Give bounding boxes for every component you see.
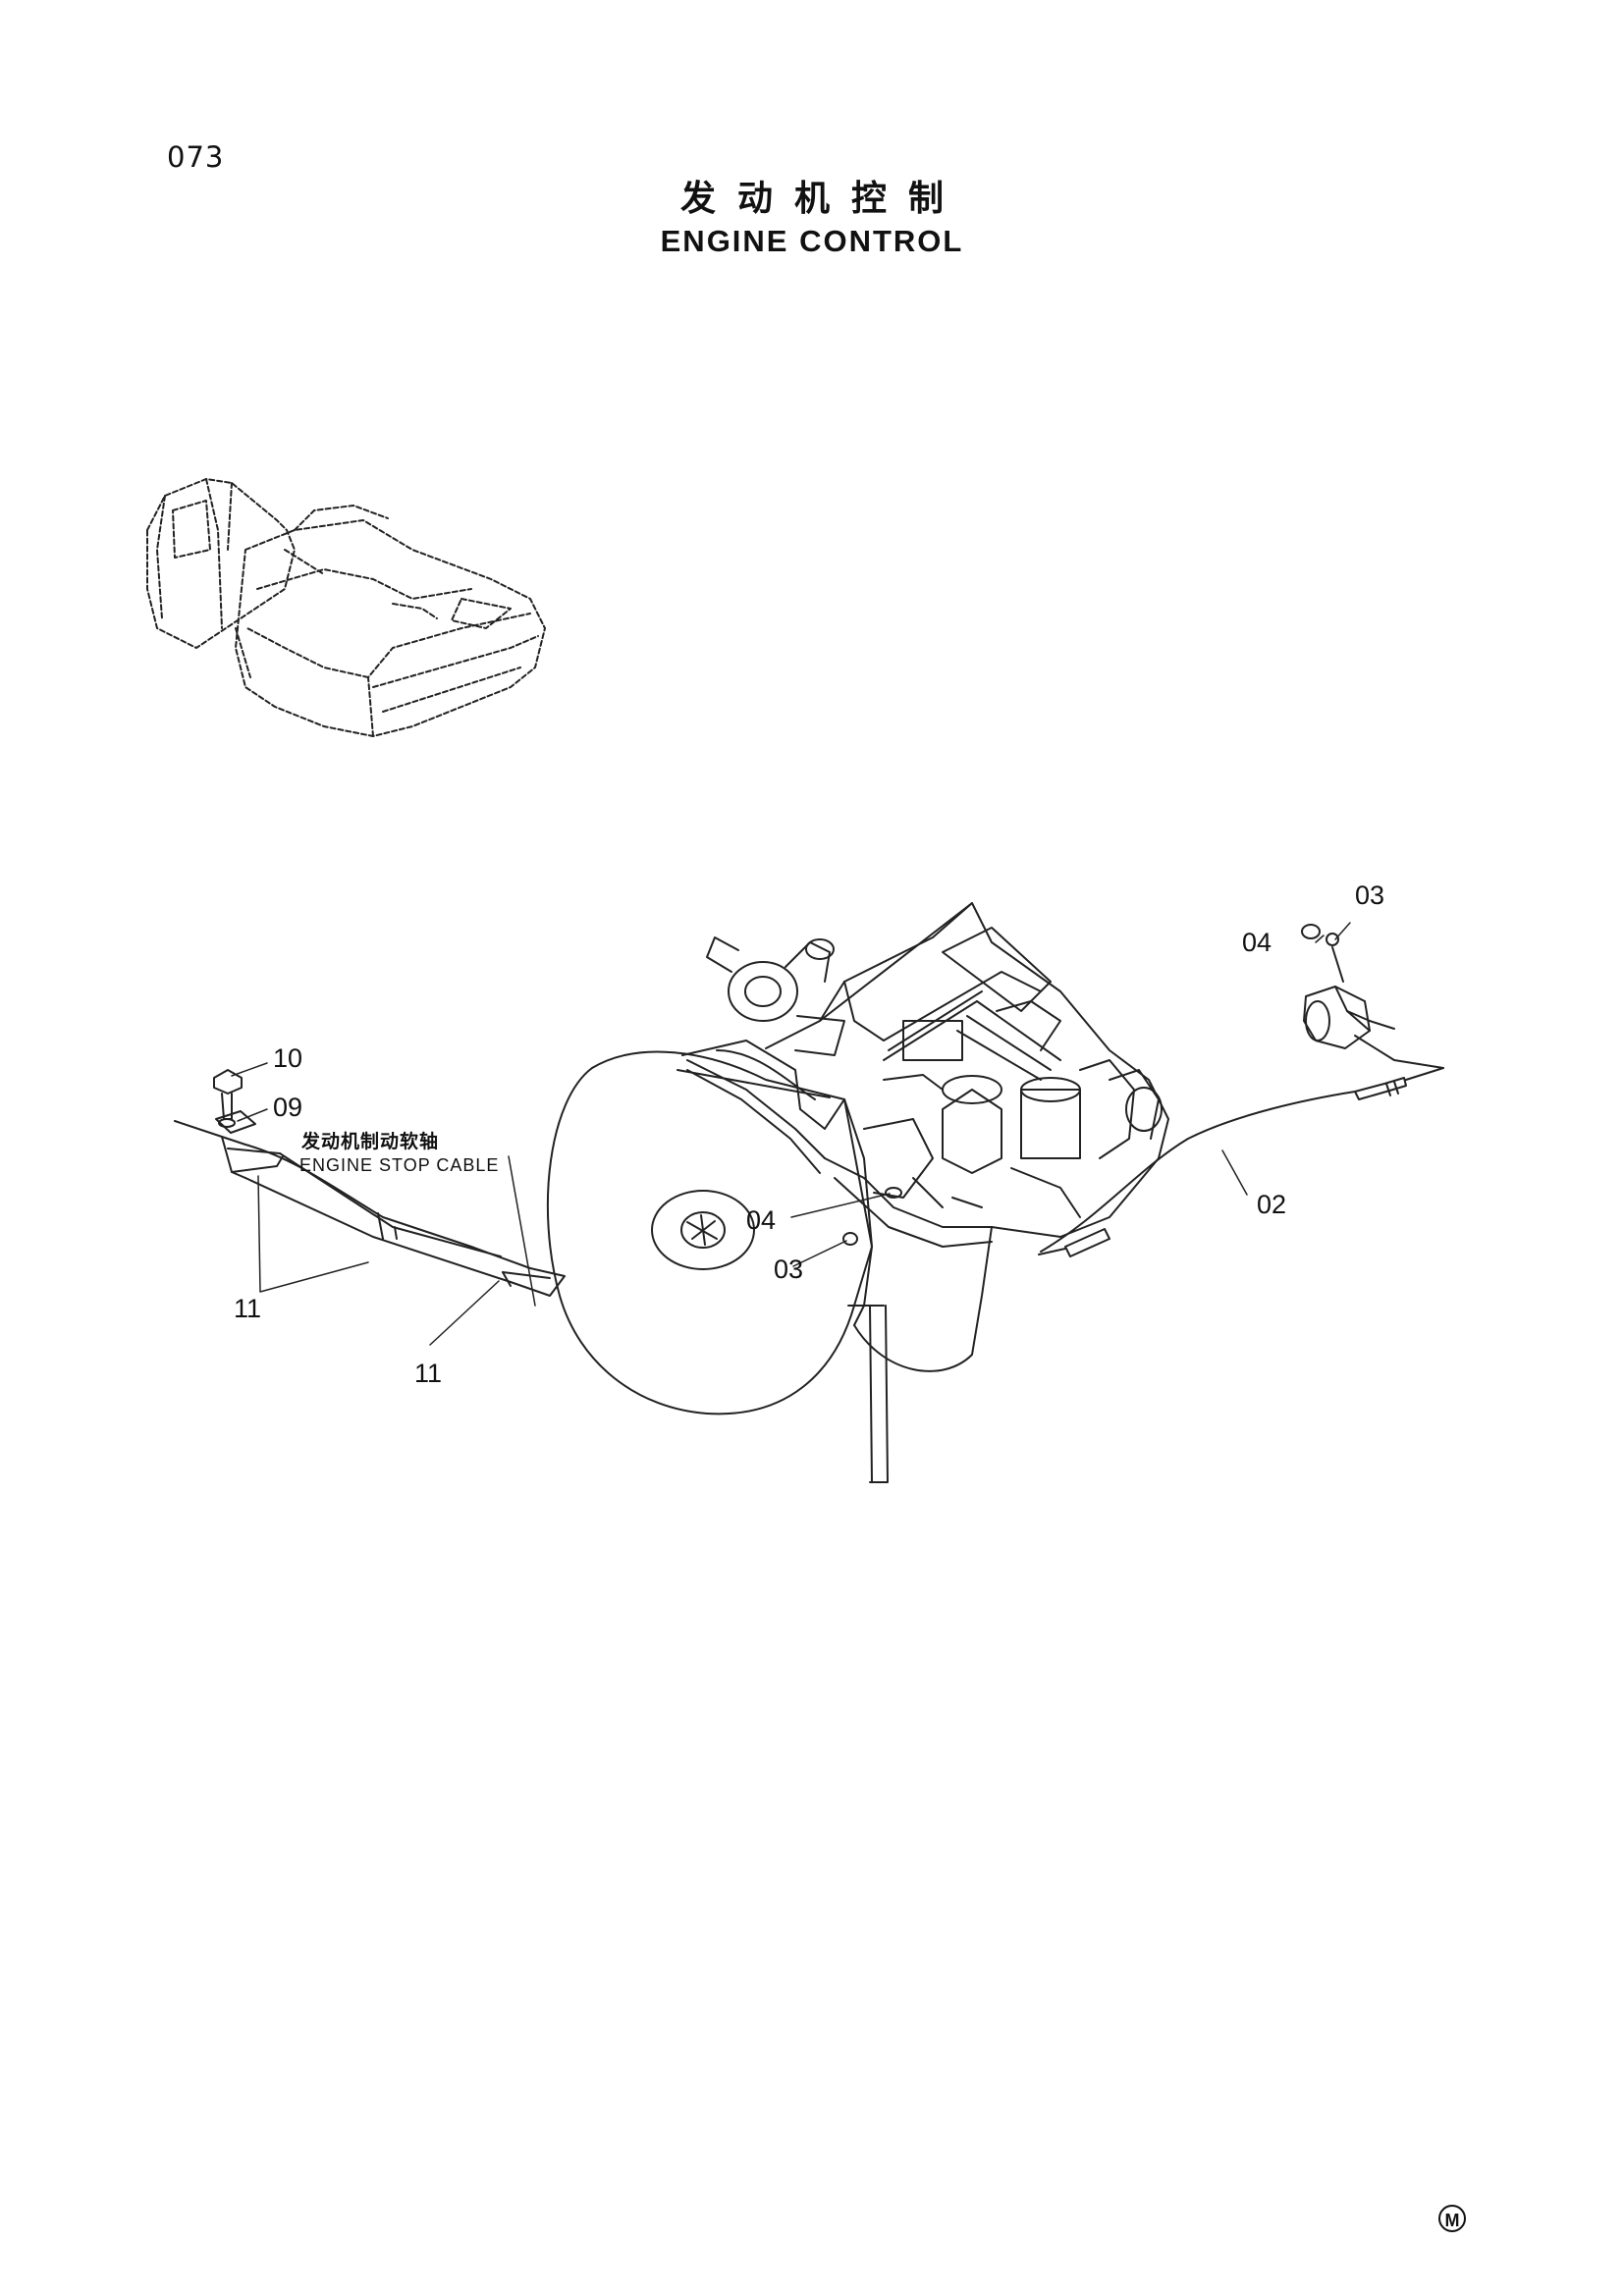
engine-assembly xyxy=(546,902,1169,1483)
clamp-hardware xyxy=(842,1187,902,1246)
title-english: ENGINE CONTROL xyxy=(660,224,964,258)
m-mark-icon: M xyxy=(1438,2205,1466,2232)
title-chinese: 发动机控制 xyxy=(679,179,965,219)
cable-label-chinese: 发动机制动软轴 xyxy=(301,1131,440,1152)
cable-bracket xyxy=(1301,924,1444,1069)
callout-03-bracket: 03 xyxy=(1355,881,1385,910)
excavator-locator-icon xyxy=(146,478,546,737)
callout-09-clip: 09 xyxy=(273,1093,303,1122)
callout-11-bottom: 11 xyxy=(414,1359,443,1388)
engine-stop-cable-left xyxy=(174,1069,566,1297)
engine-stop-cable-02 xyxy=(1038,1067,1444,1257)
callout-11-left: 11 xyxy=(234,1294,262,1323)
leader-lines xyxy=(231,922,1351,1346)
callout-04-engine: 04 xyxy=(746,1205,777,1235)
callout-04-bracket: 04 xyxy=(1242,928,1272,957)
cable-label-english: ENGINE STOP CABLE xyxy=(299,1155,500,1175)
callout-03-engine: 03 xyxy=(774,1255,804,1284)
page-number: 073 xyxy=(167,140,225,174)
callout-10-bolt: 10 xyxy=(273,1043,303,1073)
callout-02-cable: 02 xyxy=(1257,1190,1287,1219)
